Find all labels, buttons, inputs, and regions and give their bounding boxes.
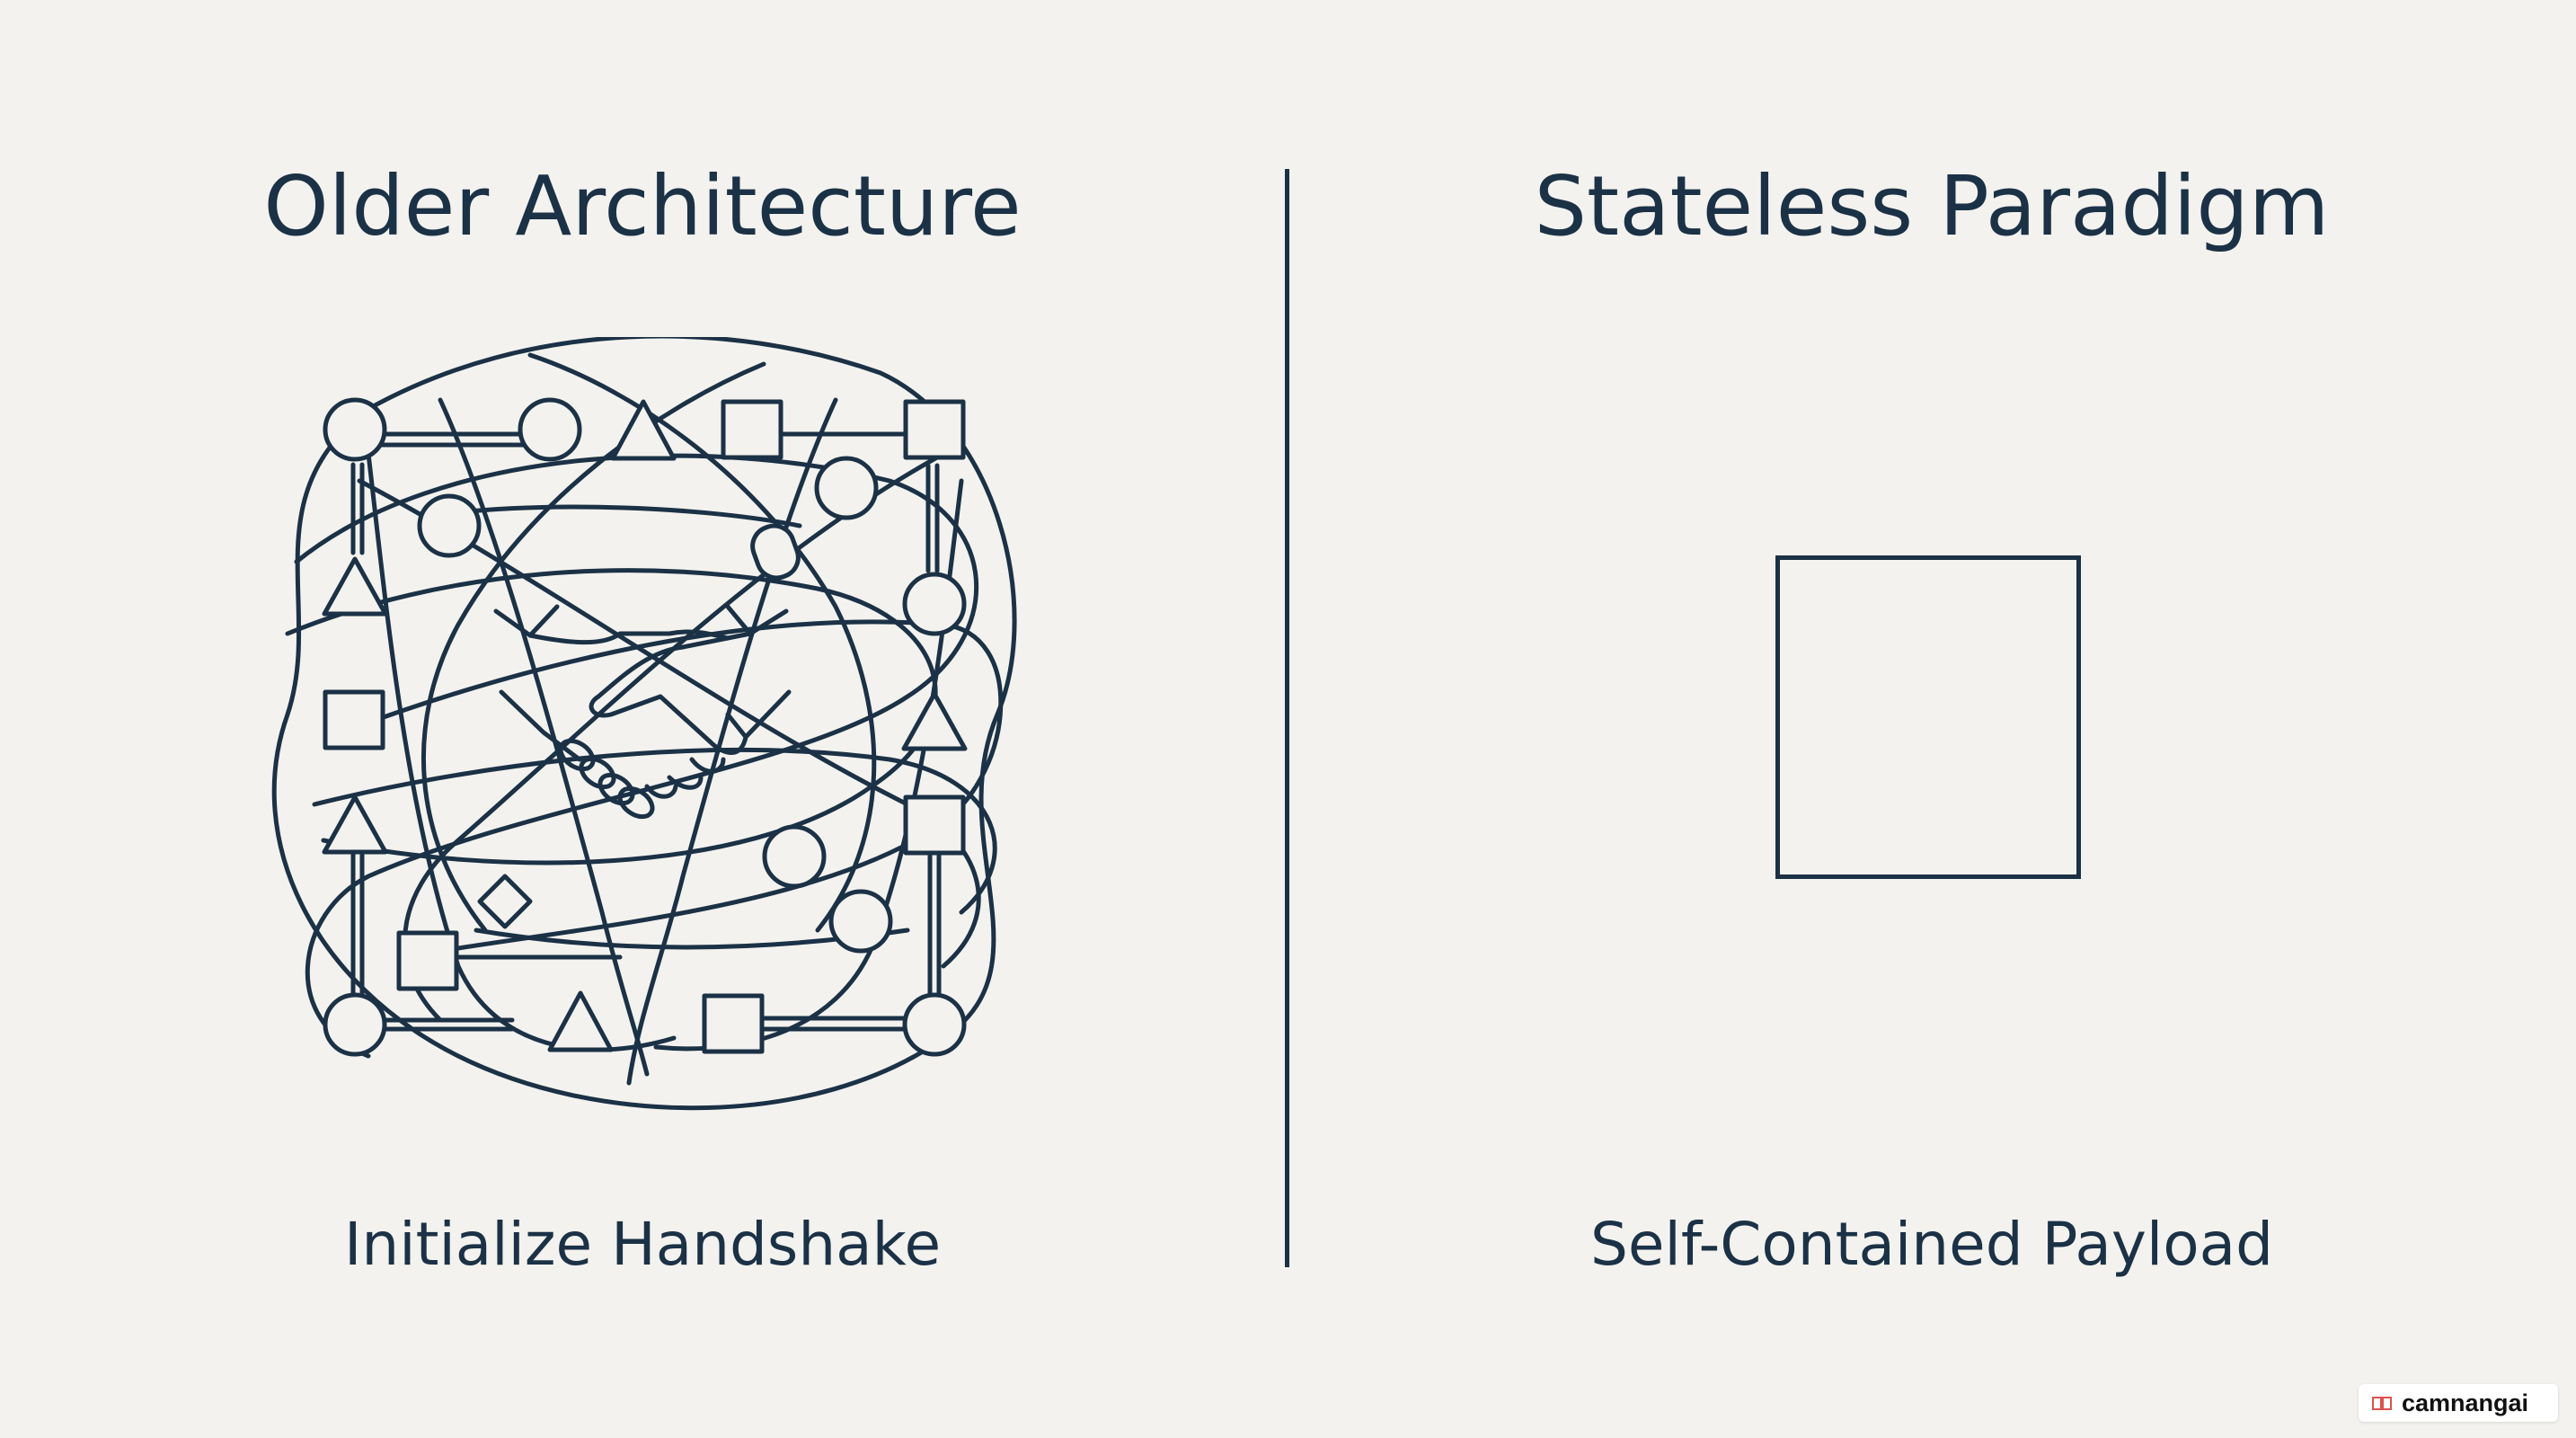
node-square	[396, 930, 459, 991]
node-square	[903, 399, 966, 460]
node-triangle	[901, 691, 968, 751]
left-title: Older Architecture	[263, 158, 1022, 254]
right-title: Stateless Paradigm	[1534, 158, 2330, 254]
node-square	[323, 689, 385, 750]
node-triangle	[322, 556, 388, 617]
frame-line	[350, 838, 365, 1005]
handshake-icon	[493, 604, 792, 820]
node-circle	[417, 493, 482, 558]
node-square	[903, 794, 966, 856]
network-curve	[339, 619, 1004, 960]
right-caption: Self-Contained Payload	[1590, 1210, 2273, 1279]
node-circle	[902, 992, 967, 1057]
watermark-badge: camnangai	[2359, 1384, 2558, 1422]
node-circle	[323, 397, 387, 462]
node-triangle	[547, 990, 614, 1052]
node-circle	[323, 992, 387, 1057]
node-triangle	[322, 794, 388, 855]
vertical-divider	[1285, 169, 1289, 1267]
frame-line	[350, 462, 365, 555]
network-curve	[626, 397, 838, 1086]
frame-line	[925, 463, 940, 573]
book-icon	[2372, 1397, 2392, 1410]
network-curve	[527, 352, 877, 933]
node-square	[721, 399, 783, 460]
node-circle	[518, 397, 582, 462]
network-curve	[421, 361, 766, 933]
node-square	[702, 993, 765, 1054]
node-pill	[750, 523, 801, 581]
tangled-network-diagram	[271, 337, 1017, 1111]
frame-line	[761, 1016, 910, 1032]
network-curve	[438, 397, 650, 1077]
node-circle	[902, 572, 967, 636]
left-caption: Initialize Handshake	[343, 1210, 942, 1279]
network-curve	[285, 568, 938, 865]
square-icon	[1775, 555, 2081, 879]
node-diamond	[477, 874, 533, 929]
node-circle	[828, 889, 893, 954]
network-curve	[312, 748, 997, 915]
node-circle	[814, 456, 879, 520]
frame-line	[384, 1017, 515, 1032]
node-circle	[762, 824, 827, 889]
watermark-text: camnangai	[2402, 1389, 2529, 1416]
node-triangle	[610, 399, 677, 461]
